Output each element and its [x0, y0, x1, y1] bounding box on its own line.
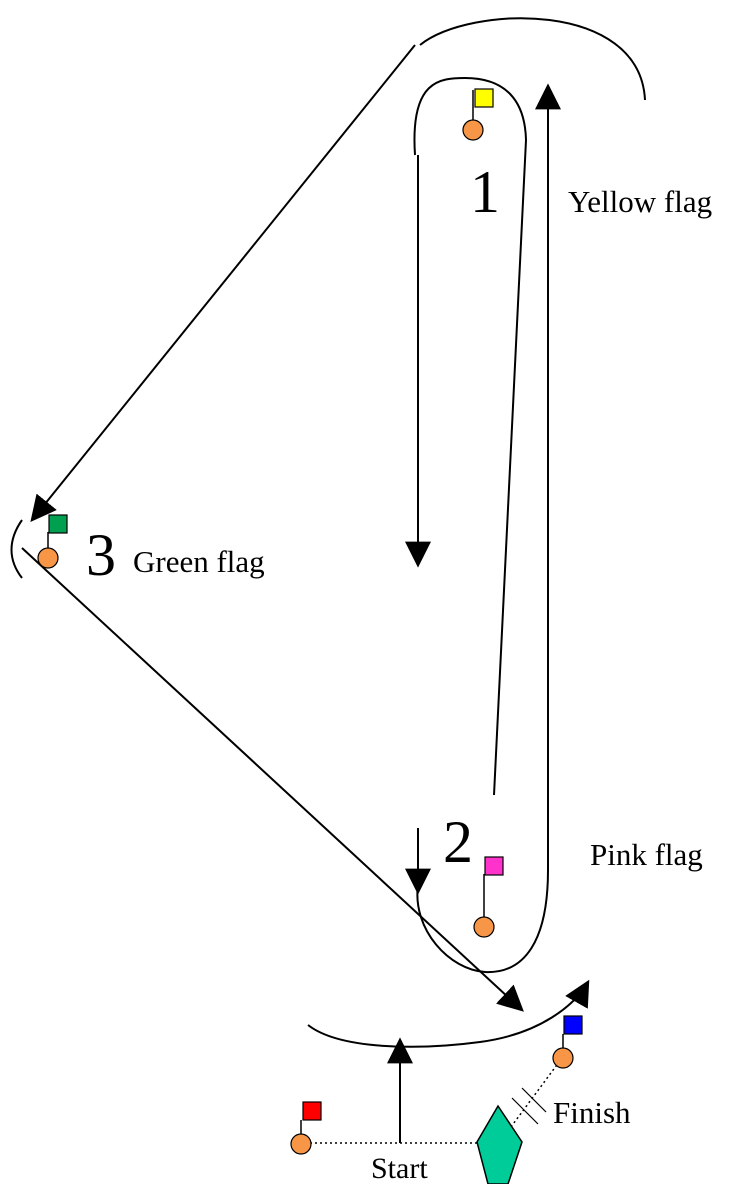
mark3-label: Green flag	[133, 544, 265, 579]
mark3-buoy	[37, 514, 68, 569]
mark2-label: Pink flag	[590, 837, 703, 872]
committee-boat	[476, 1104, 523, 1184]
mark2-number: 2	[443, 809, 473, 875]
mark1-inner-loop	[413, 76, 528, 796]
mark1-rounding-arc	[419, 17, 646, 101]
mark1-number: 1	[470, 159, 500, 225]
blue-flag-icon	[563, 1015, 583, 1035]
mark3-rounding-arc	[10, 519, 23, 579]
red-flag-icon	[302, 1101, 322, 1121]
finish-line	[504, 1057, 563, 1136]
finish-crossmark-2	[521, 1087, 547, 1113]
mark2-outer-arc	[307, 979, 590, 1048]
start-label: Start	[371, 1152, 428, 1184]
start-buoy-icon	[290, 1133, 312, 1155]
finish-buoy-icon	[552, 1047, 574, 1069]
mark3-number: 3	[86, 522, 116, 588]
mark2-buoy	[473, 856, 504, 938]
leg-mark3-to-finish-line	[21, 547, 524, 1012]
finish-label: Finish	[553, 1095, 631, 1130]
mark2-rounding-loop	[416, 820, 549, 974]
mark3-buoy-icon	[37, 547, 59, 569]
yellow-flag-icon	[474, 88, 494, 108]
mark1-label: Yellow flag	[568, 184, 712, 219]
green-flag-icon	[48, 514, 68, 534]
mark2-buoy-icon	[473, 916, 495, 938]
finish-crossmark-1	[511, 1097, 539, 1125]
mark1-buoy	[462, 88, 494, 141]
pink-flag-icon	[484, 856, 504, 876]
leg-mark1-to-mark3	[30, 44, 416, 523]
mark1-buoy-icon	[462, 119, 484, 141]
finish-buoy	[552, 1015, 583, 1069]
start-buoy	[290, 1101, 322, 1155]
